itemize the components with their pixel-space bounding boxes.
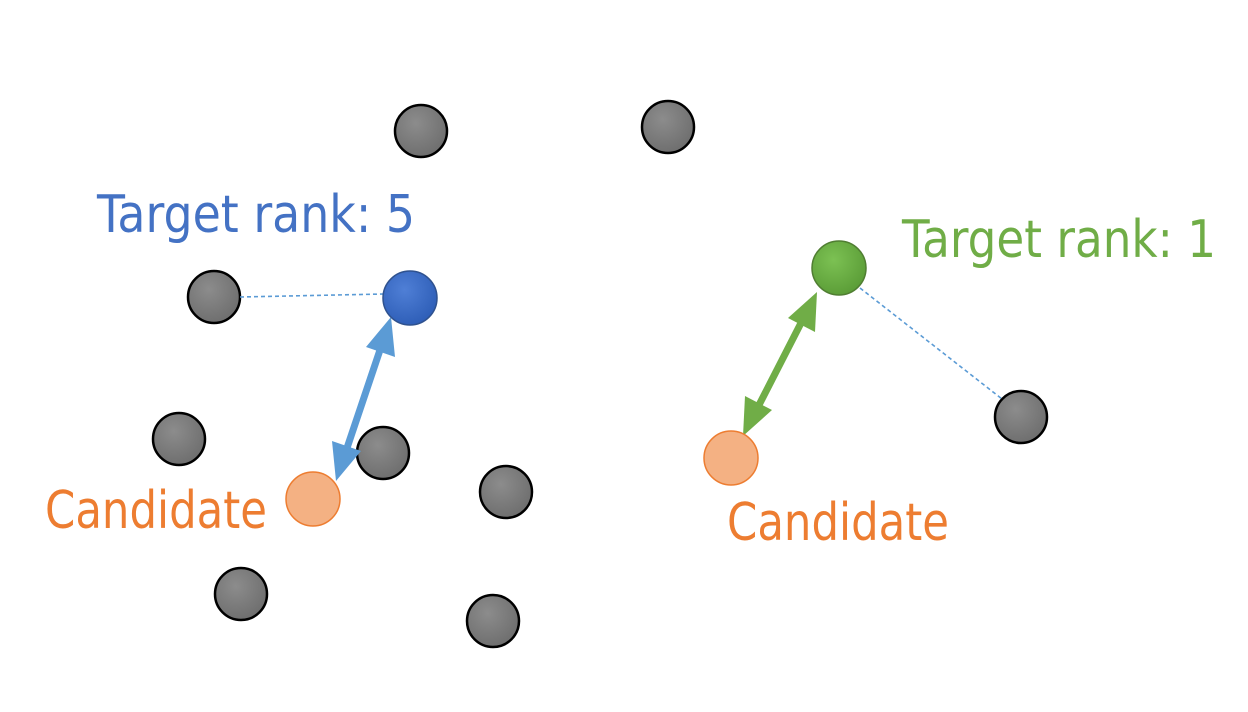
neighbor-point [478,464,534,520]
neighbor-point [186,269,242,325]
neighbor-point [213,566,269,622]
right-distance-arrow [743,292,817,436]
neighbor-point [355,425,411,481]
left-candidate-label: Candidate [45,481,267,541]
right-candidate-point [703,430,759,486]
right-target-label: Target rank: 1 [901,210,1216,270]
neighbor-point [993,389,1049,445]
right-target-point [811,240,867,296]
left-candidate-point [285,471,341,527]
right-candidate-label: Candidate [727,493,949,553]
neighbor-point [640,99,696,155]
left-distance-arrow [332,317,395,481]
left-target-label: Target rank: 5 [96,185,415,245]
neighbor-point [465,593,521,649]
neighbor-point [393,103,449,159]
right-rank-boundary-line [859,287,1003,400]
left-target-point [382,270,438,326]
neighbor-points [151,99,1049,649]
neighbor-point [151,411,207,467]
left-rank-boundary-line [239,293,385,298]
